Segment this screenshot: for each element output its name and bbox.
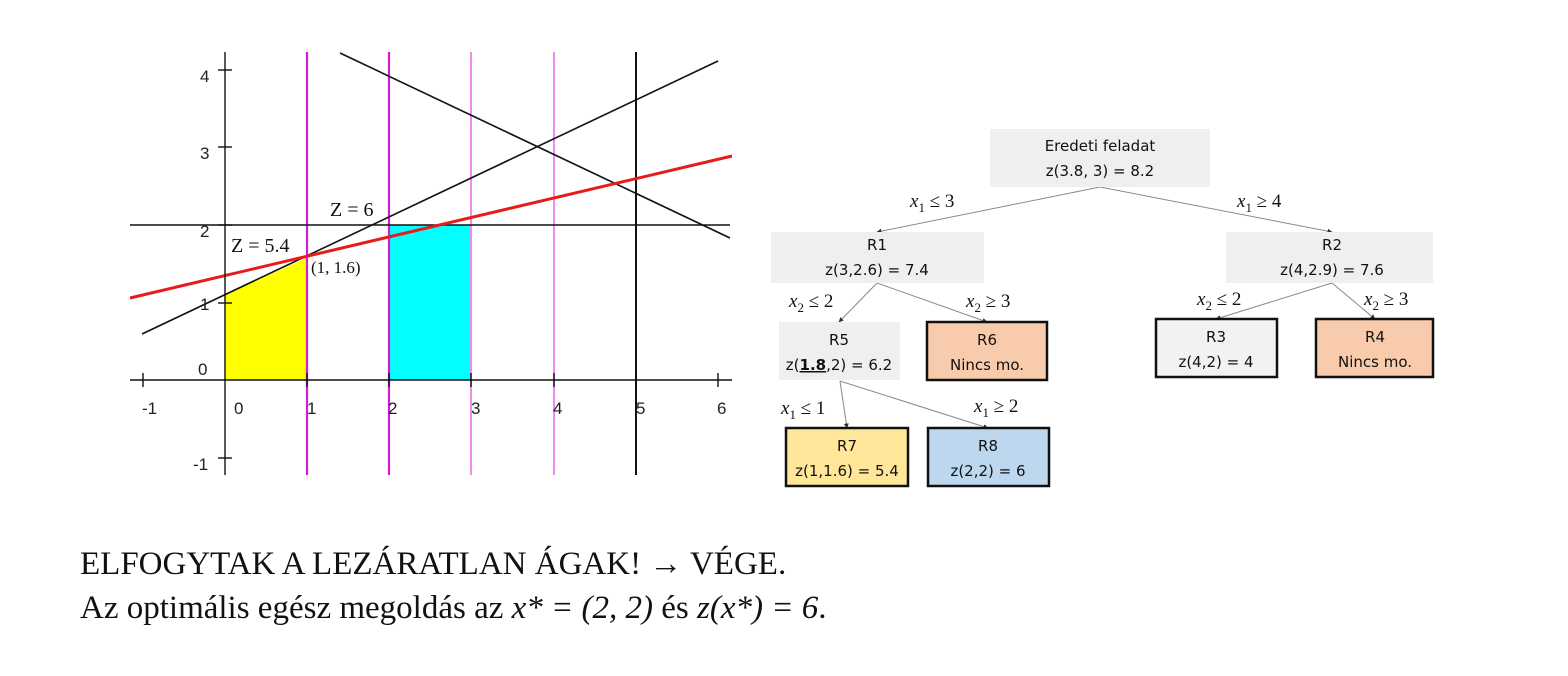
tree-node-r2: R2 z(4,2.9) = 7.6 <box>1226 232 1433 283</box>
cyan-region <box>389 225 471 380</box>
edge-label-r1-r5: x2 ≤ 2 <box>788 291 833 315</box>
y-tick-label: 0 <box>198 360 207 379</box>
constraint-line-falling <box>339 52 731 239</box>
svg-text:Eredeti feladat: Eredeti feladat <box>1045 137 1156 155</box>
tree-node-r8: R8 z(2,2) = 6 <box>926 426 1051 488</box>
tree-node-r3: R3 z(4,2) = 4 <box>1154 317 1279 379</box>
x-tick-label: -1 <box>142 399 157 418</box>
edge-label-r1-r6: x2 ≥ 3 <box>965 291 1010 315</box>
tree-node-r1: R1 z(3,2.6) = 7.4 <box>771 232 984 283</box>
edge-r5-r8 <box>839 380 989 430</box>
svg-text:R4: R4 <box>1365 328 1385 346</box>
edge-label-root-r1: x1 ≤ 3 <box>909 191 954 215</box>
edge-label-r5-r7: x1 ≤ 1 <box>780 398 825 422</box>
x-tick-label: 6 <box>717 399 726 418</box>
tree-node-r4: R4 Nincs mo. <box>1314 317 1435 379</box>
label-point: (1, 1.6) <box>311 258 361 277</box>
edge-r1-r6 <box>876 282 988 323</box>
conclusion-text-pre: Az optimális egész megoldás az <box>80 590 512 626</box>
edge-label-r2-r4: x2 ≥ 3 <box>1363 289 1408 313</box>
x-tick-label: 0 <box>234 399 243 418</box>
optimal-value: z(x*) = 6 <box>697 590 819 626</box>
svg-text:z(2,2) = 6: z(2,2) = 6 <box>950 462 1025 480</box>
tree-node-r5: R5 z(1.8,2) = 6.2 <box>779 322 900 380</box>
edge-root-r2 <box>1099 186 1333 234</box>
edge-label-root-r2: x1 ≥ 4 <box>1236 191 1282 215</box>
conclusion-text-post: . <box>818 590 827 626</box>
svg-text:R3: R3 <box>1206 328 1226 346</box>
objective-line <box>129 154 733 300</box>
svg-text:z(3,2.6) = 7.4: z(3,2.6) = 7.4 <box>825 261 929 279</box>
svg-text:Nincs mo.: Nincs mo. <box>950 356 1024 374</box>
y-tick-label: 3 <box>200 144 209 163</box>
x-tick-label: 1 <box>307 399 316 418</box>
label-z-5-4: Z = 5.4 <box>231 235 290 257</box>
edge-r1-r5 <box>838 282 878 323</box>
y-tick-marks <box>218 69 232 459</box>
constraint-line-rising <box>141 60 719 335</box>
tree-node-r6: R6 Nincs mo. <box>925 320 1049 382</box>
x-tick-label: 4 <box>553 399 562 418</box>
svg-text:z(3.8, 3) = 8.2: z(3.8, 3) = 8.2 <box>1046 162 1154 180</box>
optimal-solution: x* = (2, 2) <box>511 590 654 626</box>
svg-text:R6: R6 <box>977 331 997 349</box>
svg-text:z(4,2) = 4: z(4,2) = 4 <box>1178 353 1253 371</box>
svg-text:z(1.8,2) = 6.2: z(1.8,2) = 6.2 <box>786 356 892 374</box>
conclusion-line-2: Az optimális egész megoldás az x* = (2, … <box>80 586 827 630</box>
edge-r2-r3 <box>1215 282 1333 321</box>
svg-text:z(4,2.9) = 7.6: z(4,2.9) = 7.6 <box>1280 261 1384 279</box>
svg-text:Nincs mo.: Nincs mo. <box>1338 353 1412 371</box>
svg-text:R7: R7 <box>837 437 857 455</box>
edge-r5-r7 <box>839 380 849 429</box>
tree-node-root: Eredeti feladat z(3.8, 3) = 8.2 <box>990 129 1210 187</box>
edge-label-r5-r8: x1 ≥ 2 <box>973 396 1018 420</box>
x-tick-label: 2 <box>388 399 397 418</box>
yellow-region <box>225 258 306 380</box>
svg-text:R8: R8 <box>978 437 998 455</box>
x-tick-marks <box>142 373 719 387</box>
svg-text:z(1,1.6) = 5.4: z(1,1.6) = 5.4 <box>795 462 899 480</box>
lp-graph: -1 0 1 2 3 4 5 6 0 1 2 3 4 -1 Z = 5.4 Z … <box>129 52 733 475</box>
x-tick-label: 3 <box>471 399 480 418</box>
conclusion-text: ELFOGYTAK A LEZÁRATLAN ÁGAK! → VÉGE. Az … <box>80 542 827 630</box>
x-tick-label: 5 <box>636 399 645 418</box>
y-tick-label: 4 <box>200 67 209 86</box>
conclusion-line-1: ELFOGYTAK A LEZÁRATLAN ÁGAK! → VÉGE. <box>80 546 787 582</box>
label-z-6: Z = 6 <box>330 199 374 221</box>
y-tick-label: -1 <box>193 455 208 474</box>
svg-text:R1: R1 <box>867 236 887 254</box>
branch-and-bound-tree: x1 ≤ 3 x1 ≥ 4 x2 ≤ 2 x2 ≥ 3 x2 ≤ 2 x2 ≥ … <box>771 129 1435 488</box>
svg-text:R5: R5 <box>829 331 849 349</box>
edge-r2-r4 <box>1331 282 1376 320</box>
svg-text:R2: R2 <box>1322 236 1342 254</box>
conclusion-text-mid: és <box>653 590 698 626</box>
edge-label-r2-r3: x2 ≤ 2 <box>1196 289 1241 313</box>
tree-node-r7: R7 z(1,1.6) = 5.4 <box>784 426 910 488</box>
y-tick-label: 1 <box>200 295 209 314</box>
edge-root-r1 <box>876 186 1101 234</box>
y-tick-label: 2 <box>200 222 209 241</box>
